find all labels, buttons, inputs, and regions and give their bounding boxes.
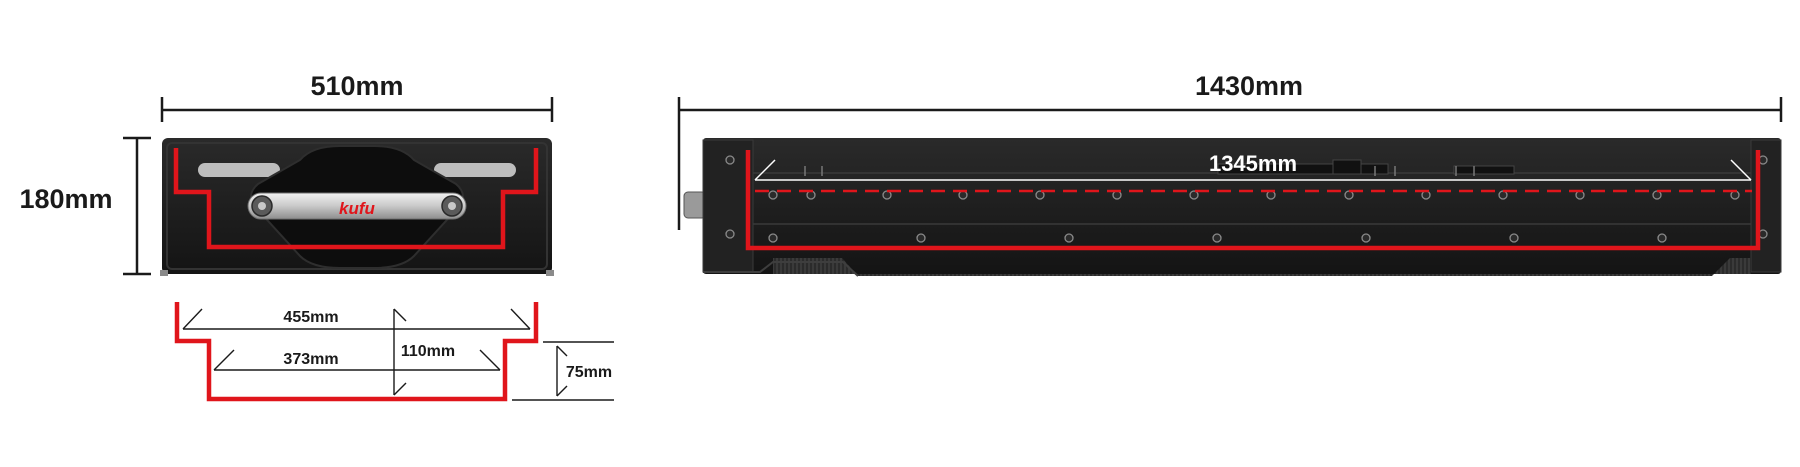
side-length-label: 1430mm	[1195, 71, 1303, 101]
depth-label: 110mm	[401, 343, 455, 360]
reflector-right	[434, 163, 516, 177]
outer-width-dimension	[182, 308, 531, 330]
cross-section-outline	[174, 302, 539, 402]
foot-left	[160, 270, 168, 276]
carry-handle	[247, 192, 467, 220]
brand-logo: kufu	[339, 199, 376, 218]
top-rail	[1217, 159, 1515, 175]
inner-width-label: 373mm	[283, 351, 338, 368]
foot-right	[546, 270, 554, 276]
end-width-label: 510mm	[310, 71, 403, 101]
inner-length-label: 1345mm	[1209, 151, 1297, 176]
side-bottom-profile	[703, 261, 859, 277]
side-view: 1430mm	[677, 71, 1783, 277]
cross-section: 455mm 373mm 110mm 75mm	[174, 302, 614, 402]
inner-length-dimension	[754, 159, 1752, 181]
step-height-dimension	[512, 341, 614, 401]
inner-width-dimension	[213, 349, 501, 371]
rail-ticks	[804, 166, 1475, 176]
end-height-label: 180mm	[19, 184, 112, 214]
end-height-dimension	[123, 136, 151, 276]
end-view: 510mm 180mm kufu	[19, 71, 554, 276]
reflector-left	[198, 163, 280, 177]
side-length-dimension	[677, 97, 1783, 230]
outer-width-label: 455mm	[283, 309, 338, 326]
end-width-dimension	[160, 97, 554, 122]
depth-dimension	[393, 308, 407, 396]
end-inner-outline	[173, 148, 539, 250]
step-height-label: 75mm	[566, 364, 612, 381]
side-tread-base	[773, 258, 1751, 276]
side-inner-outline	[745, 150, 1761, 251]
side-bolts	[725, 155, 1768, 243]
